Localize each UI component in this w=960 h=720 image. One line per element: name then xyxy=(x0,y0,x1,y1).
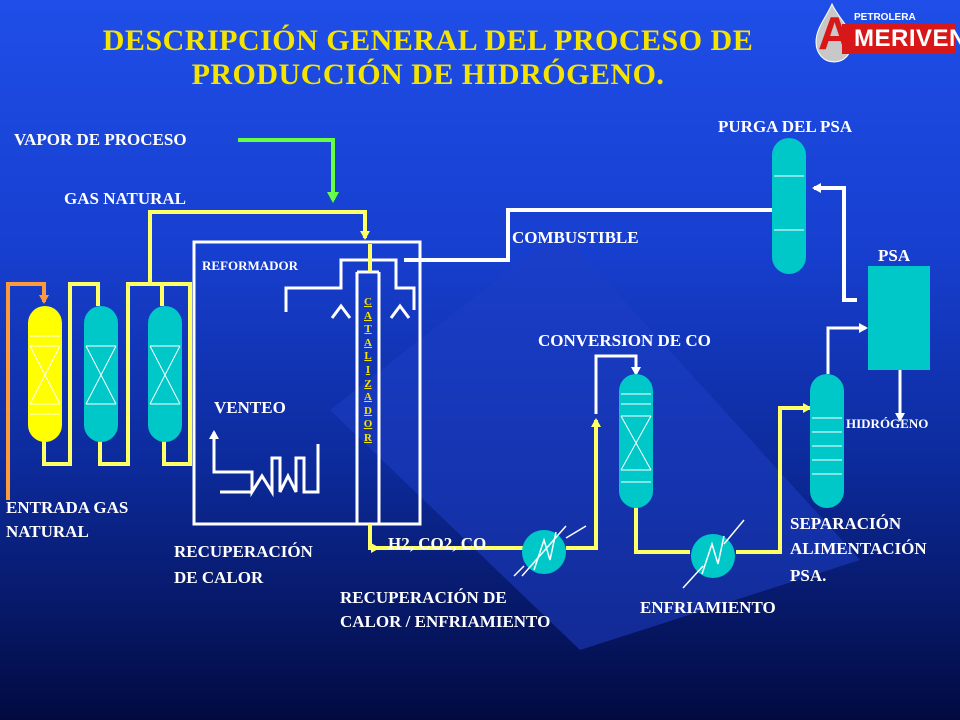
catalizador-letter: A xyxy=(364,309,372,322)
co-conversion-reactor xyxy=(619,374,653,508)
heat-exchanger-1 xyxy=(513,525,587,577)
catalizador-letter: L xyxy=(364,350,372,363)
label-reformador: REFORMADOR xyxy=(202,258,299,273)
heat-recovery-coil xyxy=(212,432,320,498)
label-recup-1: RECUPERACIÓN xyxy=(174,542,313,561)
logo-big-letter: A xyxy=(818,7,852,59)
fuel-line xyxy=(404,208,778,262)
label-separacion-3: PSA. xyxy=(790,566,827,585)
label-separacion-2: ALIMENTACIÓN xyxy=(790,539,927,558)
reformer-box xyxy=(192,240,422,526)
label-venteo: VENTEO xyxy=(214,398,286,417)
conversion-inlet xyxy=(594,354,641,414)
page-title-line-1: DESCRIPCIÓN GENERAL DEL PROCESO DE xyxy=(102,24,754,57)
psa-unit xyxy=(868,266,930,370)
catalizador-letter: T xyxy=(364,323,372,336)
label-hidrogeno: HIDRÓGENO xyxy=(846,416,929,431)
catalizador-letter: Z xyxy=(364,377,372,390)
link-line-2 xyxy=(98,282,164,466)
heat-exchanger-2 xyxy=(682,519,745,589)
label-recup-enf-1: RECUPERACIÓN DE xyxy=(340,588,507,607)
psa-purge-drum xyxy=(772,138,806,274)
label-recup-enf-2: CALOR / ENFRIAMIENTO xyxy=(340,612,551,631)
label-separacion-1: SEPARACIÓN xyxy=(790,514,902,533)
label-purga: PURGA DEL PSA xyxy=(718,117,853,136)
catalizador-letter: C xyxy=(364,296,372,308)
logo-small-text: PETROLERA xyxy=(854,12,916,23)
label-entrada-1: ENTRADA GAS xyxy=(6,498,129,517)
pretreatment-vessel-2 xyxy=(148,306,182,442)
label-combustible: COMBUSTIBLE xyxy=(512,228,639,247)
catalizador-letter: I xyxy=(365,363,371,376)
catalizador-letter: O xyxy=(363,418,373,431)
page-title-line-2: PRODUCCIÓN DE HIDRÓGENO. xyxy=(191,58,665,91)
feed-line-orange xyxy=(6,282,49,500)
catalizador-letter: A xyxy=(364,391,372,404)
label-catalizador: C A T A L I Z A D O R xyxy=(361,296,375,446)
label-gas-natural: GAS NATURAL xyxy=(64,189,187,208)
separator-vessel xyxy=(810,374,844,508)
natural-gas-line xyxy=(148,210,370,466)
label-vapor: VAPOR DE PROCESO xyxy=(14,130,187,149)
company-logo: A PETROLERA MERIVEN xyxy=(808,2,960,64)
label-entrada-2: NATURAL xyxy=(6,522,89,541)
catalizador-letter: D xyxy=(364,404,372,417)
pretreatment-vessel-1 xyxy=(84,306,118,442)
steam-line xyxy=(238,138,339,203)
feed-vessel xyxy=(28,306,62,442)
link-line-1 xyxy=(42,282,100,466)
label-psa: PSA xyxy=(878,246,911,265)
label-conversion: CONVERSION DE CO xyxy=(538,331,711,350)
label-h2: H2, CO2, CO xyxy=(388,534,487,553)
catalizador-letter: R xyxy=(364,431,372,444)
logo-word: MERIVEN xyxy=(854,25,960,52)
catalizador-letter: A xyxy=(364,336,372,349)
label-enfriamiento: ENFRIAMIENTO xyxy=(640,598,776,617)
label-recup-2: DE CALOR xyxy=(174,568,264,587)
